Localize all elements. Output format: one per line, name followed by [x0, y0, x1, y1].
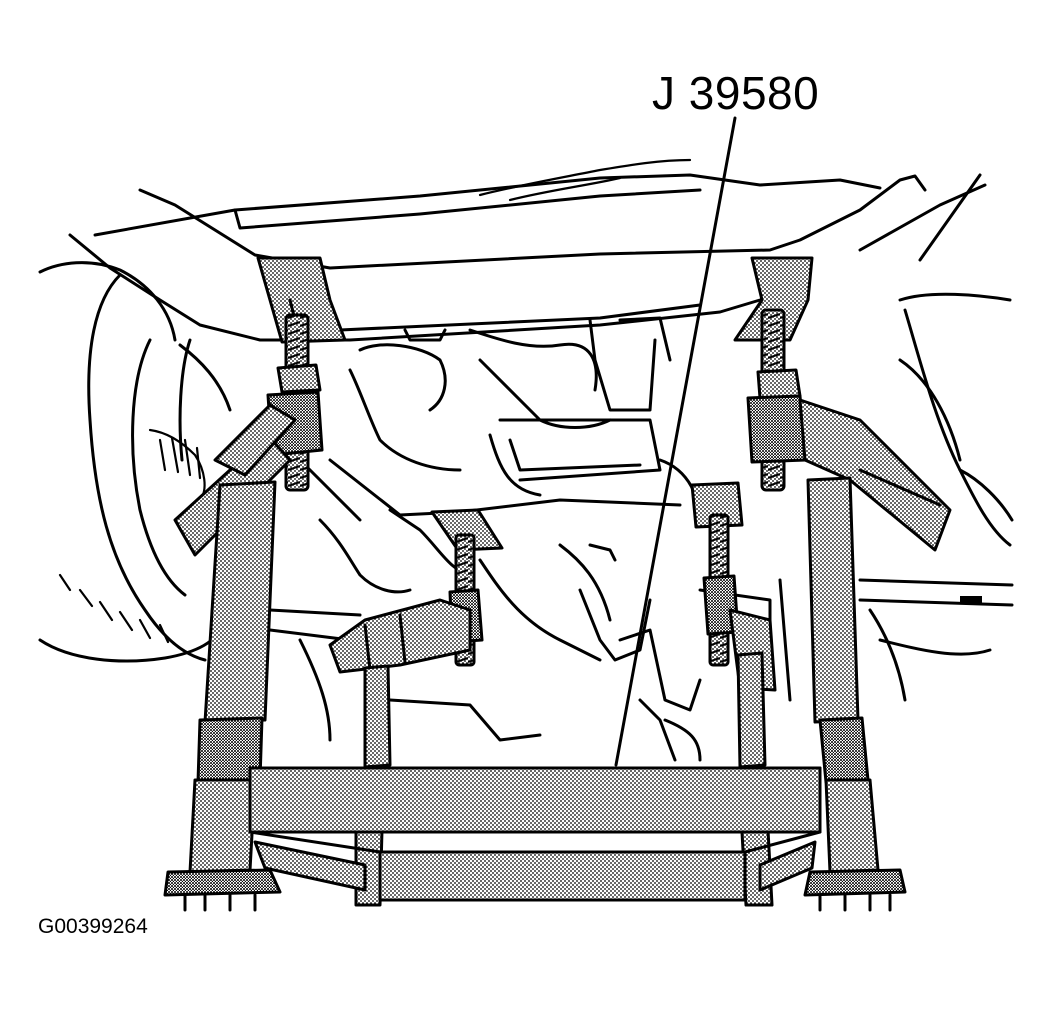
front-left-crossarm [328, 598, 472, 674]
right-main-leg [803, 476, 907, 912]
figure-id-label: G00399264 [38, 915, 148, 938]
left-rear-threaded-screw [266, 313, 324, 492]
right-rear-support-pad [733, 256, 814, 342]
left-rear-support-pad [256, 256, 347, 344]
callout-leader-line [614, 116, 737, 767]
frame-lower-rail [248, 830, 822, 902]
front-right-threaded-screw [702, 513, 740, 667]
right-outrigger-arm [798, 398, 952, 552]
engine-underside-details [268, 316, 792, 762]
vehicle-floor-pan [68, 158, 987, 342]
front-left-support-pad [430, 508, 504, 552]
tool-callout-label: J 39580 [652, 67, 820, 119]
frame-crossmember [248, 766, 822, 834]
right-wheel-chassis [858, 292, 1014, 702]
front-right-support-pad [690, 481, 744, 529]
left-main-leg [163, 480, 282, 912]
left-wheel-tire [38, 261, 232, 663]
